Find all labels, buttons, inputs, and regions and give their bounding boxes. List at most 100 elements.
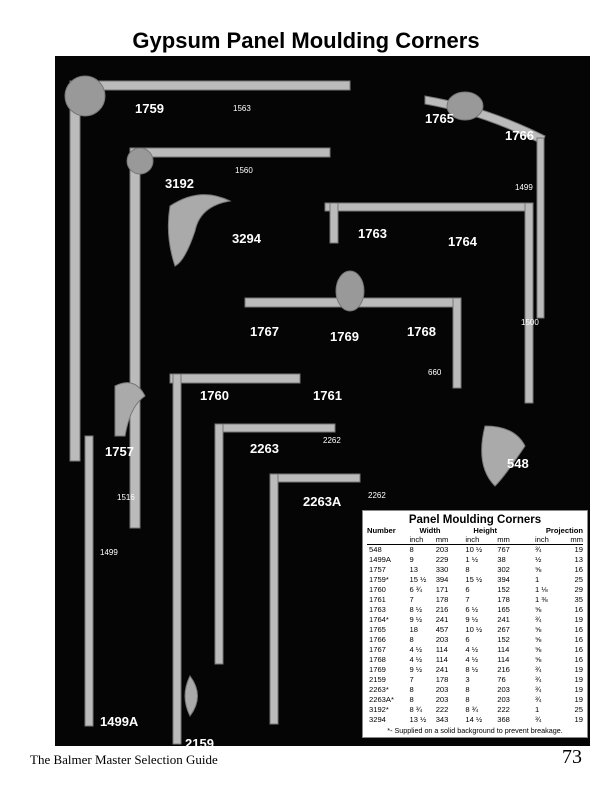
cell-width-mm: 114 [435,655,448,664]
cell-width-inch: 7 [409,595,414,604]
corner-ornament-1759 [64,75,106,117]
cell-height-mm: 114 [497,645,510,654]
cell-projection-mm: 16 [574,565,583,574]
cell-height-mm: 368 [497,715,510,724]
moulding-2263 [214,423,336,433]
cell-height-mm: 165 [497,605,510,614]
cell-projection-mm: 19 [574,685,583,694]
cell-width-mm: 222 [435,705,449,714]
cell-width-inch: 8 ½ [409,605,423,614]
cell-height-mm: 241 [497,615,510,624]
label-660: 660 [428,368,442,377]
cell-width-mm: 457 [435,625,449,634]
cell-number: 2263A* [369,695,394,704]
header-number: Number [367,526,396,535]
table-subheader-row: inch mm inch mm inch mm [367,535,583,545]
cell-projection-inch: ¾ [534,615,542,624]
cell-number: 1766 [369,635,386,644]
cell-height-inch: 8 [465,695,470,704]
label-3294: 3294 [232,231,261,246]
cell-projection-inch: ¾ [534,685,542,694]
header-height: Height [473,526,497,535]
cell-projection-mm: 19 [574,665,583,674]
cell-height-inch: 1 ½ [465,555,479,564]
cell-projection-mm: 13 [574,555,583,564]
label-1499-left: 1499 [100,548,118,557]
cell-number: 3192* [369,705,389,714]
cell-projection-mm: 25 [574,575,583,584]
cell-projection-inch: ⅝ [534,605,542,614]
moulding-1760-1761 [169,373,301,384]
moulding-3192-side [129,147,141,529]
ornament-548 [481,425,526,487]
label-3192: 3192 [165,176,194,191]
cell-width-mm: 203 [435,685,449,694]
subheader-inch: inch [409,535,436,545]
cell-width-mm: 114 [435,645,448,654]
cell-width-mm: 330 [435,565,449,574]
label-2263: 2263 [250,441,279,456]
moulding-illustrations [64,75,546,745]
cell-height-mm: 216 [497,665,510,674]
label-2159: 2159 [185,736,214,751]
moulding-2263A [269,473,361,483]
cell-number: 1764* [369,615,389,624]
cell-projection-mm: 19 [574,615,583,624]
cell-width-inch: 9 [409,555,414,564]
cell-width-inch: 8 ¾ [409,705,423,714]
label-1759: 1759 [135,101,164,116]
label-1769: 1769 [330,329,359,344]
label-1499: 1499 [515,183,533,192]
page-title: Gypsum Panel Moulding Corners [132,28,480,53]
label-1768: 1768 [407,324,436,339]
cell-height-inch: 8 ½ [465,665,479,674]
cell-projection-mm: 35 [574,595,583,604]
cell-projection-mm: 16 [574,605,583,614]
table-header-row: Number Width Height Projection [367,526,583,535]
cell-width-mm: 241 [435,615,449,624]
table-title: Panel Moulding Corners [408,514,542,526]
moulding-1763-1764-top [324,202,526,212]
label-2262: 2262 [323,436,341,445]
cell-height-inch: 4 ½ [465,655,479,664]
cell-projection-mm: 19 [574,675,583,684]
cell-height-inch: 9 ½ [465,615,479,624]
cell-number: 1760 [369,585,386,594]
cell-height-mm: 152 [497,585,510,594]
cell-height-mm: 302 [497,565,510,574]
cell-width-mm: 171 [435,585,449,594]
header-width: Width [419,526,441,535]
cell-height-mm: 152 [497,635,510,644]
cell-number: 548 [369,545,382,554]
cell-number: 1761 [369,595,386,604]
cell-projection-inch: 1 [534,705,540,714]
cell-width-inch: 9 ½ [409,665,423,674]
label-1500: 1500 [521,318,539,327]
label-1767: 1767 [250,324,279,339]
cell-projection-inch: ¾ [534,695,542,704]
cell-width-inch: 8 [409,545,414,554]
label-1516: 1516 [117,493,135,502]
cell-number: 2263* [369,685,389,694]
cell-number: 1769 [369,665,386,674]
cell-projection-mm: 19 [574,545,583,554]
label-548: 548 [507,456,529,471]
cell-number: 1768 [369,655,386,664]
cell-width-inch: 7 [409,675,414,684]
cell-projection-inch: ⅝ [534,655,542,664]
cell-height-mm: 114 [497,655,510,664]
moulding-1759-top [69,80,351,91]
cell-width-mm: 394 [435,575,449,584]
cell-width-inch: 4 ½ [409,645,423,654]
table-footnote: *- Supplied on a solid background to pre… [387,726,563,735]
moulding-1499A [84,435,94,727]
